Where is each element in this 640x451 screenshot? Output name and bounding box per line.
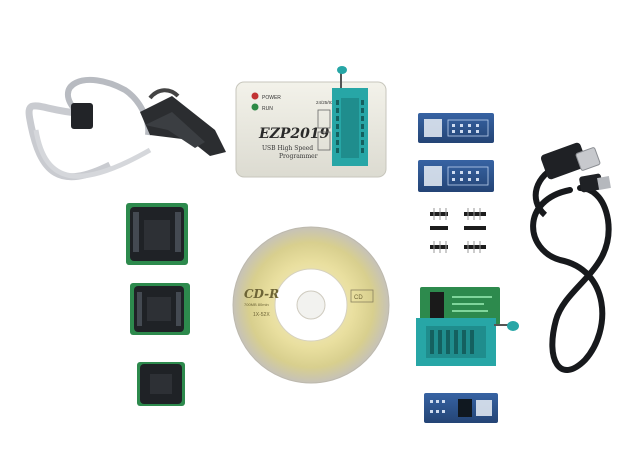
- sop8-adapter-medium: [130, 283, 190, 335]
- power-led: [251, 92, 259, 100]
- sop8-adapter-large: [126, 203, 188, 265]
- programmer-model: EZP2019: [258, 126, 330, 142]
- sop8-adapter-small: [137, 362, 185, 406]
- 1-8v-adapter: [416, 287, 519, 366]
- cd-brand: CD: [354, 295, 363, 301]
- usb-b-plug: [579, 173, 611, 193]
- chip-note: 24/25/93: [316, 100, 334, 105]
- adapter-board-1: [418, 113, 494, 143]
- 1-8v-lever: [507, 321, 519, 331]
- usb-cable: [530, 142, 612, 373]
- run-label: RUN: [262, 106, 273, 112]
- adapter-board-3: [424, 393, 498, 423]
- driver-cd: CD-R 700MB 80min 1X-52X CD: [232, 226, 390, 384]
- cd-sub: 700MB 80min: [244, 302, 269, 307]
- run-led: [251, 103, 259, 111]
- adapter-board-2: [418, 160, 494, 192]
- usb-programmer: POWER RUN EZP2019 USB High Speed Program…: [235, 66, 387, 178]
- ribbon-connector: [71, 103, 93, 129]
- power-label: POWER: [262, 95, 281, 101]
- soic-test-clip: [25, 76, 226, 181]
- programmer-line1: USB High Speed: [262, 145, 313, 152]
- usb-a-plug: [540, 142, 601, 180]
- cd-speed: 1X-52X: [253, 312, 270, 318]
- cd-label: CD-R: [244, 287, 279, 301]
- programmer-line2: Programmer: [279, 153, 318, 160]
- socket-lever: [337, 66, 347, 74]
- pin-headers: [430, 208, 486, 253]
